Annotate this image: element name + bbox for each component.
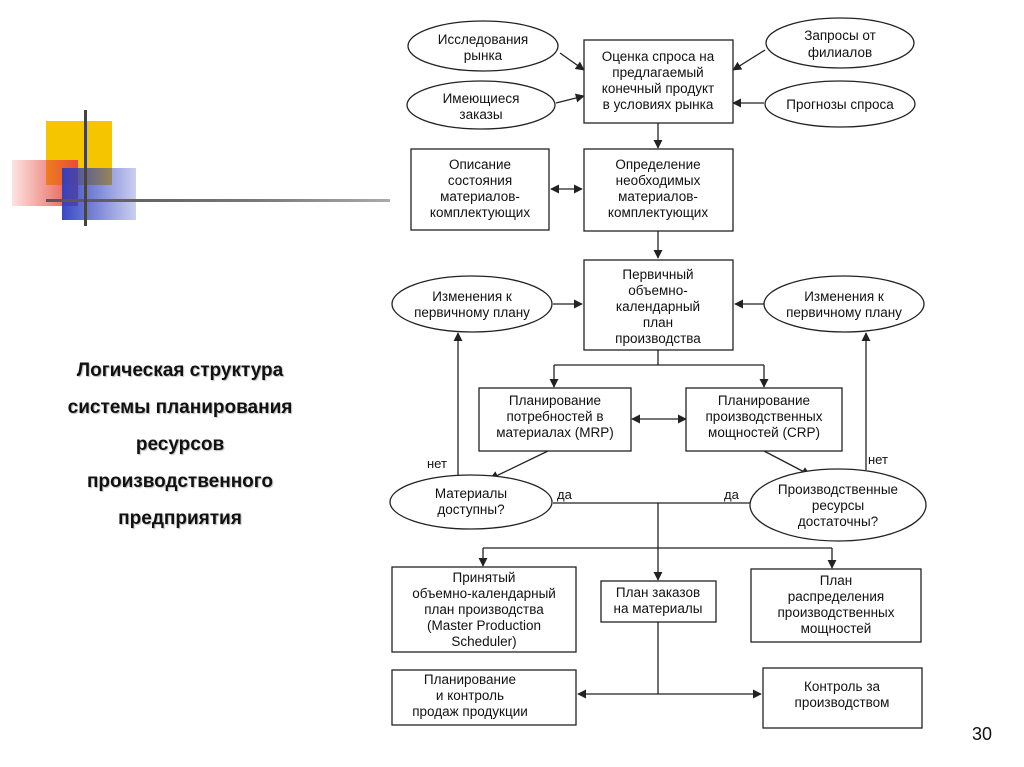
node-primary-plan: Первичный объемно- календарный план прои…: [583, 259, 734, 351]
node-text: объемно-: [628, 283, 687, 298]
node-text: Описание: [449, 157, 511, 172]
node-text: производственных: [706, 409, 823, 424]
node-text: Контроль за: [804, 679, 881, 694]
slide-title: Логическая структура системы планировани…: [30, 352, 330, 537]
node-mps: Принятый объемно-календарный план произв…: [391, 566, 577, 653]
node-text: Оценка спроса на: [602, 49, 715, 64]
node-crp: Планирование производственных мощностей …: [685, 387, 843, 452]
node-text: мощностей (CRP): [708, 425, 820, 440]
node-text: Материалы: [435, 486, 507, 501]
deco-blue-square: [62, 168, 136, 220]
node-text: ресурсы: [812, 498, 864, 513]
node-production-control: Контроль за производством: [762, 667, 923, 729]
title-line: ресурсов: [135, 434, 225, 455]
node-text: и контроль: [436, 688, 504, 703]
node-material-state: Описание состояния материалов- комплекту…: [410, 148, 550, 231]
node-branch-requests: Запросы от филиалов: [765, 17, 915, 69]
node-text: материалах (MRP): [496, 425, 613, 440]
node-text: (Master Production: [427, 618, 541, 633]
node-text: План заказов: [616, 585, 700, 600]
node-text: календарный: [616, 299, 700, 314]
node-text: план производства: [424, 602, 544, 617]
node-text: производственных: [778, 605, 895, 620]
node-text: Изменения к: [432, 289, 512, 304]
node-text: План: [820, 573, 853, 588]
node-text: Изменения к: [804, 289, 884, 304]
title-line: предприятия: [118, 508, 242, 529]
node-text: в условиях рынка: [603, 97, 714, 112]
deco-horizontal-rule: [46, 199, 390, 202]
node-text: Запросы от: [804, 28, 876, 43]
node-plan-changes-left: Изменения к первичному плану: [391, 275, 553, 333]
edge-label-yes-right: да: [724, 487, 740, 502]
node-text: Исследования: [438, 32, 529, 47]
node-text: план: [643, 315, 673, 330]
title-line: производственного: [86, 471, 274, 492]
node-text: Планирование: [424, 672, 516, 687]
edge-label-no-left: нет: [427, 456, 447, 471]
node-text: мощностей: [801, 621, 872, 636]
node-text: Прогнозы спроса: [786, 97, 894, 112]
node-text: заказы: [459, 107, 502, 122]
node-sales-planning: Планирование и контроль продаж продукции: [391, 669, 577, 726]
node-text: материалов-: [440, 189, 520, 204]
edge-label-no-right: нет: [868, 452, 888, 467]
node-text: рынка: [464, 48, 503, 63]
node-material-orders: План заказов на материалы: [600, 580, 717, 623]
node-plan-changes-right: Изменения к первичному плану: [763, 275, 925, 333]
edge: [555, 93, 585, 104]
node-text: производства: [615, 331, 701, 346]
edge: [763, 450, 811, 476]
node-text: потребностей в: [506, 409, 603, 424]
edge: [489, 450, 549, 480]
node-text: Имеющиеся: [443, 91, 520, 106]
edge: [732, 49, 766, 71]
node-text: Scheduler): [451, 634, 516, 649]
node-text: первичному плану: [414, 305, 530, 320]
node-text: состояния: [448, 173, 512, 188]
node-text: предлагаемый: [612, 65, 703, 80]
node-text: Определение: [615, 157, 700, 172]
edge: [559, 52, 585, 71]
page-number: 30: [971, 724, 993, 744]
node-text: объемно-календарный: [412, 586, 556, 601]
node-text: комплектующих: [608, 205, 708, 220]
edge-label-yes-left: да: [557, 487, 573, 502]
node-demand-evaluation: Оценка спроса на предлагаемый конечный п…: [583, 39, 734, 124]
node-material-needs: Определение необходимых материалов- комп…: [583, 148, 734, 232]
node-existing-orders: Имеющиеся заказы: [406, 80, 556, 130]
node-text: Планирование: [718, 393, 810, 408]
node-market-research: Исследования рынка: [407, 20, 559, 72]
deco-vertical-rule: [84, 110, 87, 226]
node-text: Принятый: [453, 570, 516, 585]
title-line: Логическая структура: [76, 360, 284, 381]
node-text: комплектующих: [430, 205, 530, 220]
node-text: распределения: [788, 589, 884, 604]
node-resources-sufficient: Производственные ресурсы достаточны?: [749, 468, 927, 542]
node-text: материалов-: [618, 189, 698, 204]
node-capacity-distribution: План распределения производственных мощн…: [750, 568, 922, 643]
node-text: продаж продукции: [412, 704, 528, 719]
node-text: достаточны?: [798, 514, 878, 529]
title-line: системы планирования: [67, 397, 293, 418]
node-text: производством: [795, 695, 890, 710]
node-demand-forecast: Прогнозы спроса: [764, 80, 916, 128]
node-text: Первичный: [622, 267, 693, 282]
node-materials-available: Материалы доступны?: [389, 474, 553, 530]
node-text: Планирование: [509, 393, 601, 408]
flow-edges: [453, 49, 871, 699]
node-text: первичному плану: [786, 305, 902, 320]
node-text: Производственные: [778, 482, 898, 497]
node-text: конечный продукт: [602, 81, 714, 96]
node-text: необходимых: [616, 173, 701, 188]
node-text: доступны?: [437, 502, 504, 517]
node-text: филиалов: [808, 45, 872, 60]
node-text: на материалы: [614, 601, 703, 616]
node-mrp: Планирование потребностей в материалах (…: [478, 387, 632, 452]
